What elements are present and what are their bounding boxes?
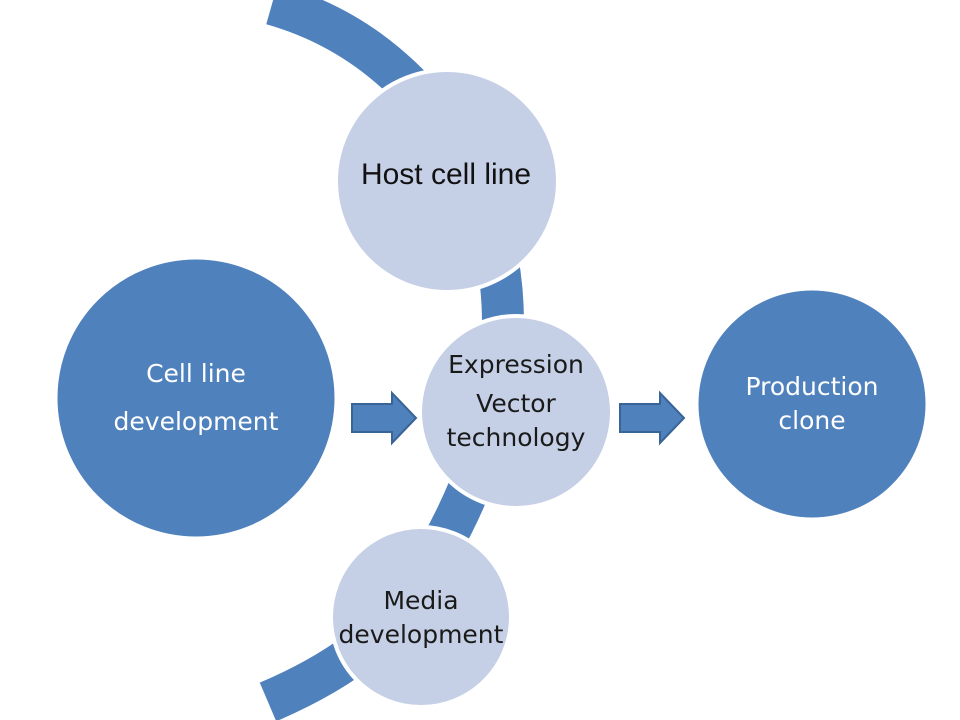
node-media-development-label-2: development (339, 620, 504, 649)
node-cell-line-development-shape (54, 256, 338, 540)
node-production-clone-shape (695, 287, 929, 521)
node-expression-vector-label-1: Expression (448, 350, 584, 379)
node-media-development: Media development (329, 525, 513, 709)
node-cell-line-development-label-2: development (114, 407, 279, 436)
node-production-clone: Production clone (695, 287, 929, 521)
node-expression-vector-label-2: Vector (476, 389, 556, 418)
node-expression-vector-shape (418, 314, 614, 510)
node-production-clone-label-1: Production (745, 372, 878, 401)
node-host-cell-line-shape (334, 68, 560, 294)
arrow-to-expression-vector (351, 390, 418, 446)
node-expression-vector-label-3: technology (447, 423, 586, 452)
node-media-development-shape (329, 525, 513, 709)
node-host-cell-line: Host cell line (334, 68, 560, 294)
node-cell-line-development-label-1: Cell line (146, 359, 246, 388)
node-expression-vector: Expression Vector technology (418, 314, 614, 510)
node-media-development-label-1: Media (383, 586, 458, 615)
node-production-clone-label-2: clone (778, 406, 845, 435)
node-cell-line-development: Cell line development (54, 256, 338, 540)
arrow-to-production-clone (619, 390, 686, 446)
node-host-cell-line-label: Host cell line (361, 158, 531, 191)
